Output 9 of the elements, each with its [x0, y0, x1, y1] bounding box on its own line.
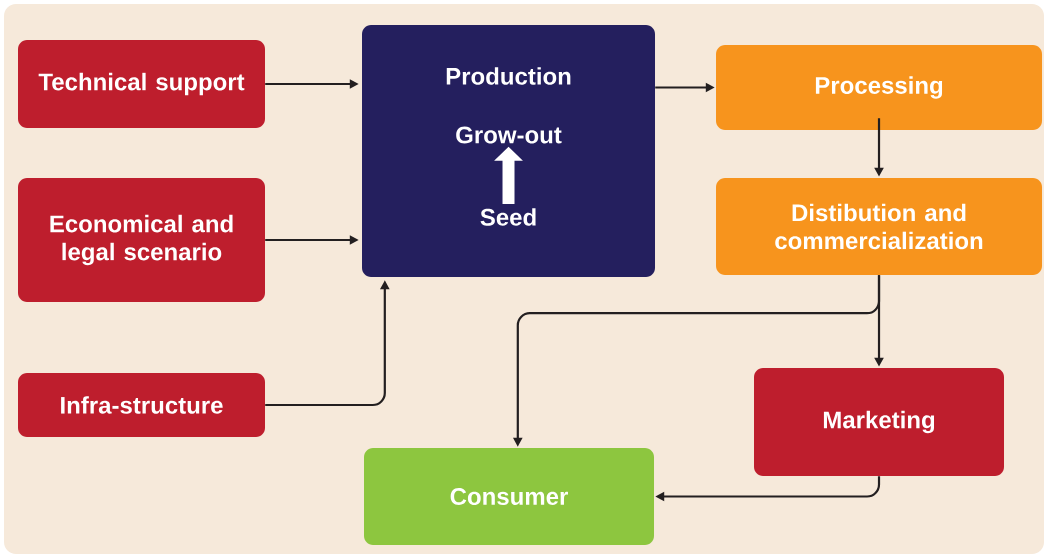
stage-box: Processing — [716, 45, 1042, 130]
factor-box: Technical support — [18, 40, 265, 128]
factor-box: Infra-structure — [18, 373, 265, 437]
factor-box: Economical and legal scenario — [18, 178, 265, 302]
consumer-box: Consumer — [364, 448, 654, 545]
stage-box: Distibution and commercialization — [716, 178, 1042, 275]
stage-box: Marketing — [754, 368, 1004, 476]
stage-text: Grow-out — [456, 126, 562, 144]
stage-text: Seed — [480, 208, 536, 226]
